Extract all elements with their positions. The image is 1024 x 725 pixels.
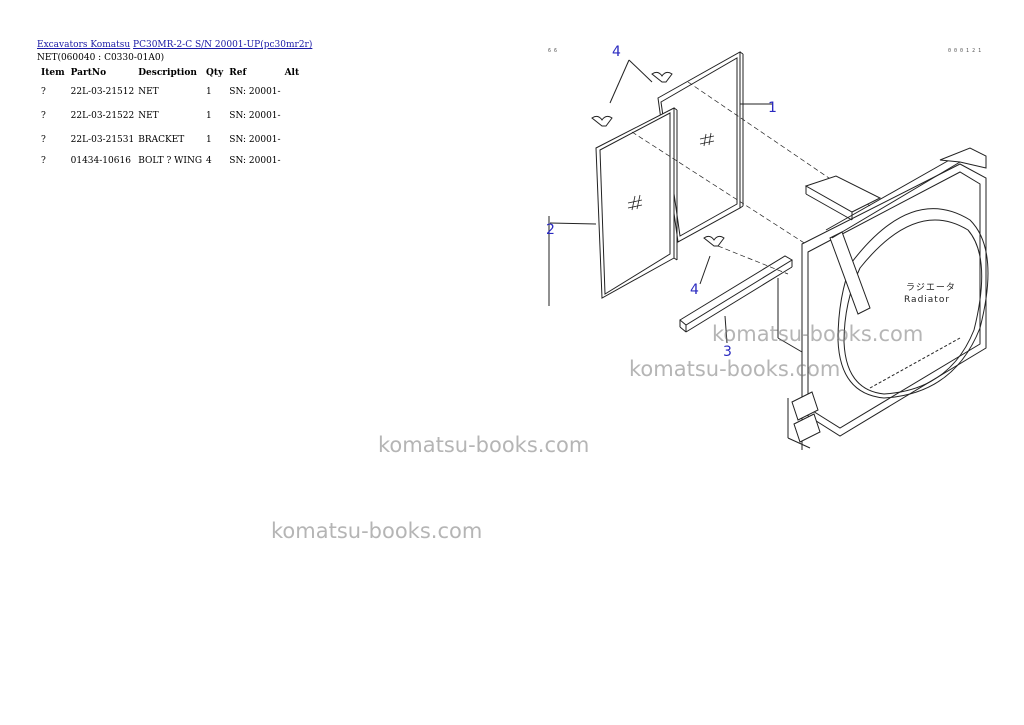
callout-3: 3 <box>723 344 732 360</box>
cell-item: ? <box>41 111 46 121</box>
cell-description: NET <box>138 87 159 97</box>
parts-diagram: 4 1 2 4 3 ラジエータ Radiator 6 6 0 0 0 1 2 1 <box>546 44 989 450</box>
parts-table: Item PartNo Description Qty Ref Alt ? 22… <box>39 66 303 170</box>
cell-item: ? <box>41 87 46 97</box>
cell-alt <box>283 104 304 128</box>
callout-4-bottom: 4 <box>690 282 699 298</box>
table-row: ? 22L-03-21522 NET 1 SN: 20001- <box>39 104 303 128</box>
page-subtitle: NET(060040 : C0330-01A0) <box>37 53 165 63</box>
cell-alt <box>283 80 304 104</box>
watermark: komatsu-books.com <box>271 519 483 543</box>
cell-qty: 1 <box>206 111 212 121</box>
cell-ref: SN: 20001- <box>229 156 281 166</box>
col-partno: PartNo <box>70 68 107 78</box>
breadcrumb-link-model[interactable]: PC30MR-2-C S/N 20001-UP(pc30mr2r) <box>133 40 313 50</box>
bracket-3 <box>679 255 793 333</box>
wing-bolt-icon <box>591 71 725 247</box>
radiator-label-jp: ラジエータ <box>906 282 956 293</box>
cell-item: ? <box>41 135 46 145</box>
breadcrumb: Excavators Komatsu PC30MR-2-C S/N 20001-… <box>37 40 312 51</box>
net-panel-2 <box>595 107 678 299</box>
cell-partno: 22L-03-21522 <box>70 111 135 121</box>
radiator-assembly <box>777 147 989 450</box>
col-description: Description <box>138 68 197 78</box>
corner-mark-left: 6 6 <box>548 48 557 54</box>
cell-item: ? <box>41 156 46 166</box>
cell-description: BRACKET <box>138 135 185 145</box>
cell-description: BOLT ? WING <box>138 156 203 166</box>
col-item: Item <box>41 68 65 78</box>
cell-qty: 1 <box>206 87 212 97</box>
cell-alt <box>283 152 304 170</box>
callout-4-top: 4 <box>612 44 621 60</box>
radiator-label-en: Radiator <box>904 295 950 305</box>
cell-ref: SN: 20001- <box>229 87 281 97</box>
callout-2: 2 <box>546 222 555 238</box>
corner-mark-right: 0 0 0 1 2 1 <box>948 48 981 54</box>
table-row: ? 01434-10616 BOLT ? WING 4 SN: 20001- <box>39 152 303 170</box>
col-ref: Ref <box>229 68 247 78</box>
cell-partno: 22L-03-21531 <box>70 135 135 145</box>
table-row: ? 22L-03-21512 NET 1 SN: 20001- <box>39 80 303 104</box>
table-header-row: Item PartNo Description Qty Ref Alt <box>39 66 303 80</box>
col-qty: Qty <box>206 68 224 78</box>
callout-1: 1 <box>768 100 777 116</box>
cell-partno: 22L-03-21512 <box>70 87 135 97</box>
cell-ref: SN: 20001- <box>229 135 281 145</box>
cell-ref: SN: 20001- <box>229 111 281 121</box>
cell-qty: 1 <box>206 135 212 145</box>
cell-alt <box>283 128 304 152</box>
cell-partno: 01434-10616 <box>70 156 131 166</box>
cell-description: NET <box>138 111 159 121</box>
cell-qty: 4 <box>206 156 212 166</box>
table-row: ? 22L-03-21531 BRACKET 1 SN: 20001- <box>39 128 303 152</box>
col-alt: Alt <box>284 68 300 78</box>
breadcrumb-link-excavators[interactable]: Excavators Komatsu <box>37 40 131 50</box>
